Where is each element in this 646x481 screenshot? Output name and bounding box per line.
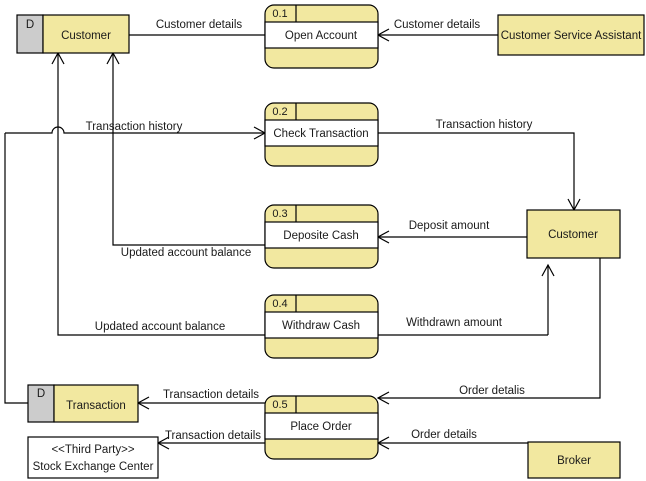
process-check-transaction-name: Check Transaction (273, 128, 368, 140)
process-place-order-number: 0.5 (272, 399, 287, 411)
data-store-customer-body (42, 14, 130, 54)
flow-label-f7: Withdrawn amount (406, 317, 503, 329)
process-open-account-body (264, 21, 379, 49)
data-store-transaction[interactable]: D Transaction (27, 384, 139, 423)
process-deposite-cash[interactable]: 0.3 Deposite Cash (264, 204, 379, 269)
data-store-customer-letter: D (26, 19, 34, 31)
process-deposite-cash-name: Deposite Cash (283, 230, 358, 242)
flow-label-f3: Transaction history (86, 121, 183, 133)
flow-line-left-spine (4, 133, 28, 404)
process-place-order-name: Place Order (290, 421, 352, 433)
data-store-customer[interactable]: D Customer (16, 14, 130, 54)
flow-label-f11: Transaction details (165, 430, 261, 442)
process-deposite-cash-number: 0.3 (272, 208, 287, 220)
data-store-customer-letter-cell (16, 14, 44, 54)
entity-stock-exchange-center[interactable]: <<Third Party>> Stock Exchange Center (27, 436, 159, 479)
data-store-transaction-label: Transaction (66, 400, 126, 412)
entity-broker-label: Broker (557, 455, 591, 467)
flow-line-transaction-history-to-customer (378, 132, 575, 210)
process-withdraw-cash-number: 0.4 (272, 298, 287, 310)
entity-broker-box (527, 441, 621, 479)
entity-stock-exchange-center-stereotype: <<Third Party>> (51, 444, 134, 456)
entity-broker[interactable]: Broker (527, 441, 621, 479)
data-store-customer-label: Customer (61, 30, 111, 42)
process-open-account-name: Open Account (285, 30, 358, 42)
flow-label-f10: Order detalis (459, 385, 525, 397)
flow-label-f1: Customer details (156, 19, 243, 31)
arrow-head-f7 (541, 263, 555, 277)
entity-stock-exchange-center-label: Stock Exchange Center (33, 461, 154, 473)
process-check-transaction-number: 0.2 (272, 106, 287, 118)
flow-line-updated-balance-p4 (57, 53, 265, 336)
data-store-transaction-body (53, 384, 139, 423)
flow-label-f12: Order details (411, 429, 477, 441)
arrow-head-f10 (376, 391, 390, 405)
flow-line-order-detalis (378, 258, 601, 399)
entity-stock-exchange-center-box (27, 436, 159, 479)
flow-label-f5: Deposit amount (409, 220, 490, 232)
entity-customer-box (526, 209, 621, 259)
entity-customer-label: Customer (548, 229, 598, 241)
process-place-order-body (264, 412, 379, 440)
flow-label-f4: Transaction history (436, 119, 533, 131)
flow-label-f9: Transaction details (163, 389, 259, 401)
flow-label-f2: Customer details (394, 19, 481, 31)
process-place-order[interactable]: 0.5 Place Order (264, 395, 379, 460)
process-deposite-cash-body (264, 221, 379, 249)
flow-line-updated-balance-p3 (112, 53, 265, 246)
process-withdraw-cash-body (264, 311, 379, 339)
process-open-account-number: 0.1 (272, 8, 287, 20)
entity-customer-service-assistant-label: Customer Service Assistant (501, 30, 642, 42)
process-withdraw-cash[interactable]: 0.4 Withdraw Cash (264, 294, 379, 359)
process-open-account[interactable]: 0.1 Open Account (264, 4, 379, 69)
entity-customer-service-assistant-box (497, 14, 645, 56)
data-store-transaction-letter: D (37, 388, 45, 400)
process-check-transaction[interactable]: 0.2 Check Transaction (264, 102, 379, 167)
flow-label-f8: Updated account balance (95, 321, 225, 333)
entity-customer[interactable]: Customer (526, 209, 621, 259)
flow-label-f6: Updated account balance (121, 247, 251, 259)
process-withdraw-cash-name: Withdraw Cash (282, 320, 360, 332)
entity-customer-service-assistant[interactable]: Customer Service Assistant (497, 14, 645, 56)
process-check-transaction-body (264, 119, 379, 147)
data-store-transaction-letter-cell (27, 384, 55, 423)
